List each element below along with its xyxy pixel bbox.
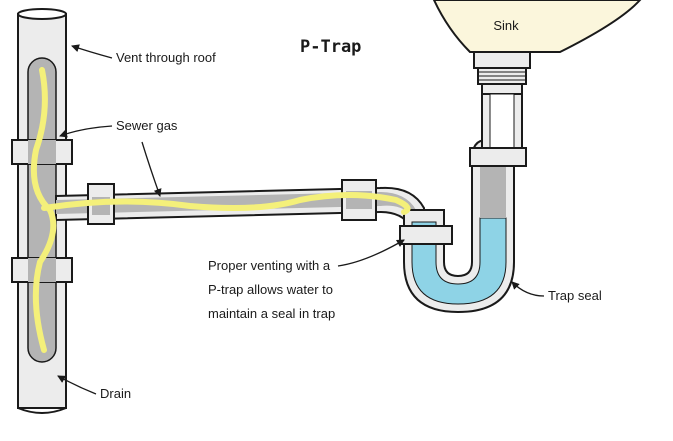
p-trap-bend	[399, 93, 527, 314]
sewer-gas	[30, 67, 411, 353]
sink: Sink	[432, 0, 642, 53]
drain-label: Drain	[100, 386, 131, 401]
proper-venting-line-3: maintain a seal in trap	[208, 306, 335, 321]
sink-label: Sink	[493, 18, 519, 33]
sink-tailpiece	[473, 51, 531, 95]
proper-venting-line-2: P-trap allows water to	[208, 282, 333, 297]
diagram-title: P-Trap	[300, 37, 361, 57]
proper-venting-line-1: Proper venting with a	[208, 258, 331, 273]
trap-seal-label: Trap seal	[548, 288, 602, 303]
sewer-gas-label: Sewer gas	[116, 118, 178, 133]
vent-label: Vent through roof	[116, 50, 216, 65]
